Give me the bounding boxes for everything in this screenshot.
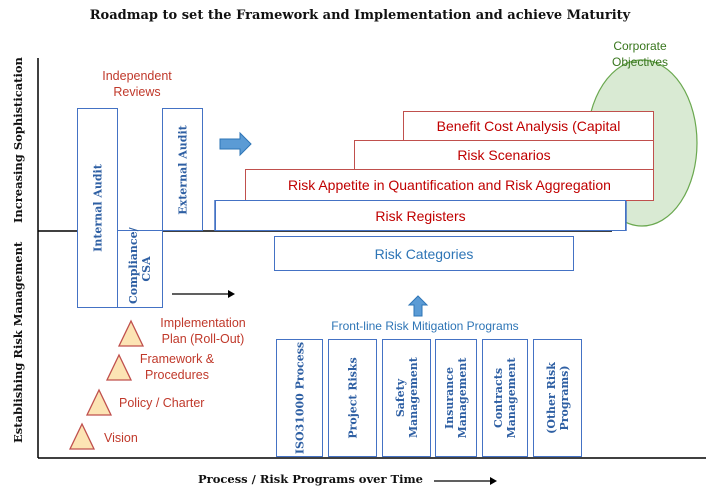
external-audit-box: External Audit (162, 108, 203, 231)
x-axis-label: Process / Risk Programs over Time (198, 472, 423, 486)
time-arrow-small-head (228, 290, 235, 298)
compliance-label: Compliance/ CSA (127, 227, 153, 304)
risk-categories-box: Risk Categories (274, 236, 574, 271)
program-insurance: Insurance Management (435, 339, 477, 457)
up-arrow (407, 295, 429, 317)
time-arrow-head (490, 477, 497, 485)
program-label: (Other Risk Programs) (544, 362, 571, 434)
triangle-policy (85, 388, 113, 416)
step-risk-scenarios: Risk Scenarios (354, 140, 654, 170)
step-risk-appetite: Risk Appetite in Quantification and Risk… (245, 169, 654, 201)
stage-framework: Framework & Procedures (139, 352, 215, 382)
step-benefit-cost: Benefit Cost Analysis (Capital (403, 111, 654, 141)
program-project-risks: Project Risks (328, 339, 377, 457)
program-label: Insurance Management (443, 357, 469, 439)
stage-vision: Vision (104, 431, 138, 445)
stage-implementation: Implementation Plan (Roll-Out) (160, 316, 246, 346)
internal-audit-box: Internal Audit (77, 108, 118, 308)
compliance-box: Compliance/ CSA (117, 227, 163, 308)
triangle-vision (68, 422, 96, 450)
stage-policy: Policy / Charter (119, 396, 205, 410)
progress-arrow (219, 131, 252, 157)
program-label: Project Risks (346, 357, 359, 439)
internal-audit-label: Internal Audit (91, 164, 104, 252)
external-audit-label: External Audit (176, 124, 189, 215)
corporate-objectives-label: Corporate Objectives (611, 39, 669, 69)
independent-reviews-label: Independent Reviews (102, 69, 172, 99)
program-other: (Other Risk Programs) (533, 339, 582, 457)
program-label: Contracts Management (492, 357, 518, 439)
program-contracts: Contracts Management (482, 339, 528, 457)
program-iso31000: ISO31000 Process (276, 339, 323, 457)
program-label: Safety Management (393, 357, 420, 438)
triangle-implementation (117, 319, 145, 347)
program-safety: Safety Management (382, 339, 431, 457)
frontline-title: Front-line Risk Mitigation Programs (331, 319, 519, 333)
diagram-title: Roadmap to set the Framework and Impleme… (89, 8, 631, 23)
y-axis-lower-label: Establishing Risk Management (11, 241, 25, 443)
step-risk-registers: Risk Registers (215, 200, 626, 231)
y-axis-upper-label: Increasing Sophistication (11, 57, 25, 223)
program-label: ISO31000 Process (293, 341, 306, 455)
triangle-framework (105, 353, 133, 381)
risk-categories-label: Risk Categories (374, 245, 474, 262)
